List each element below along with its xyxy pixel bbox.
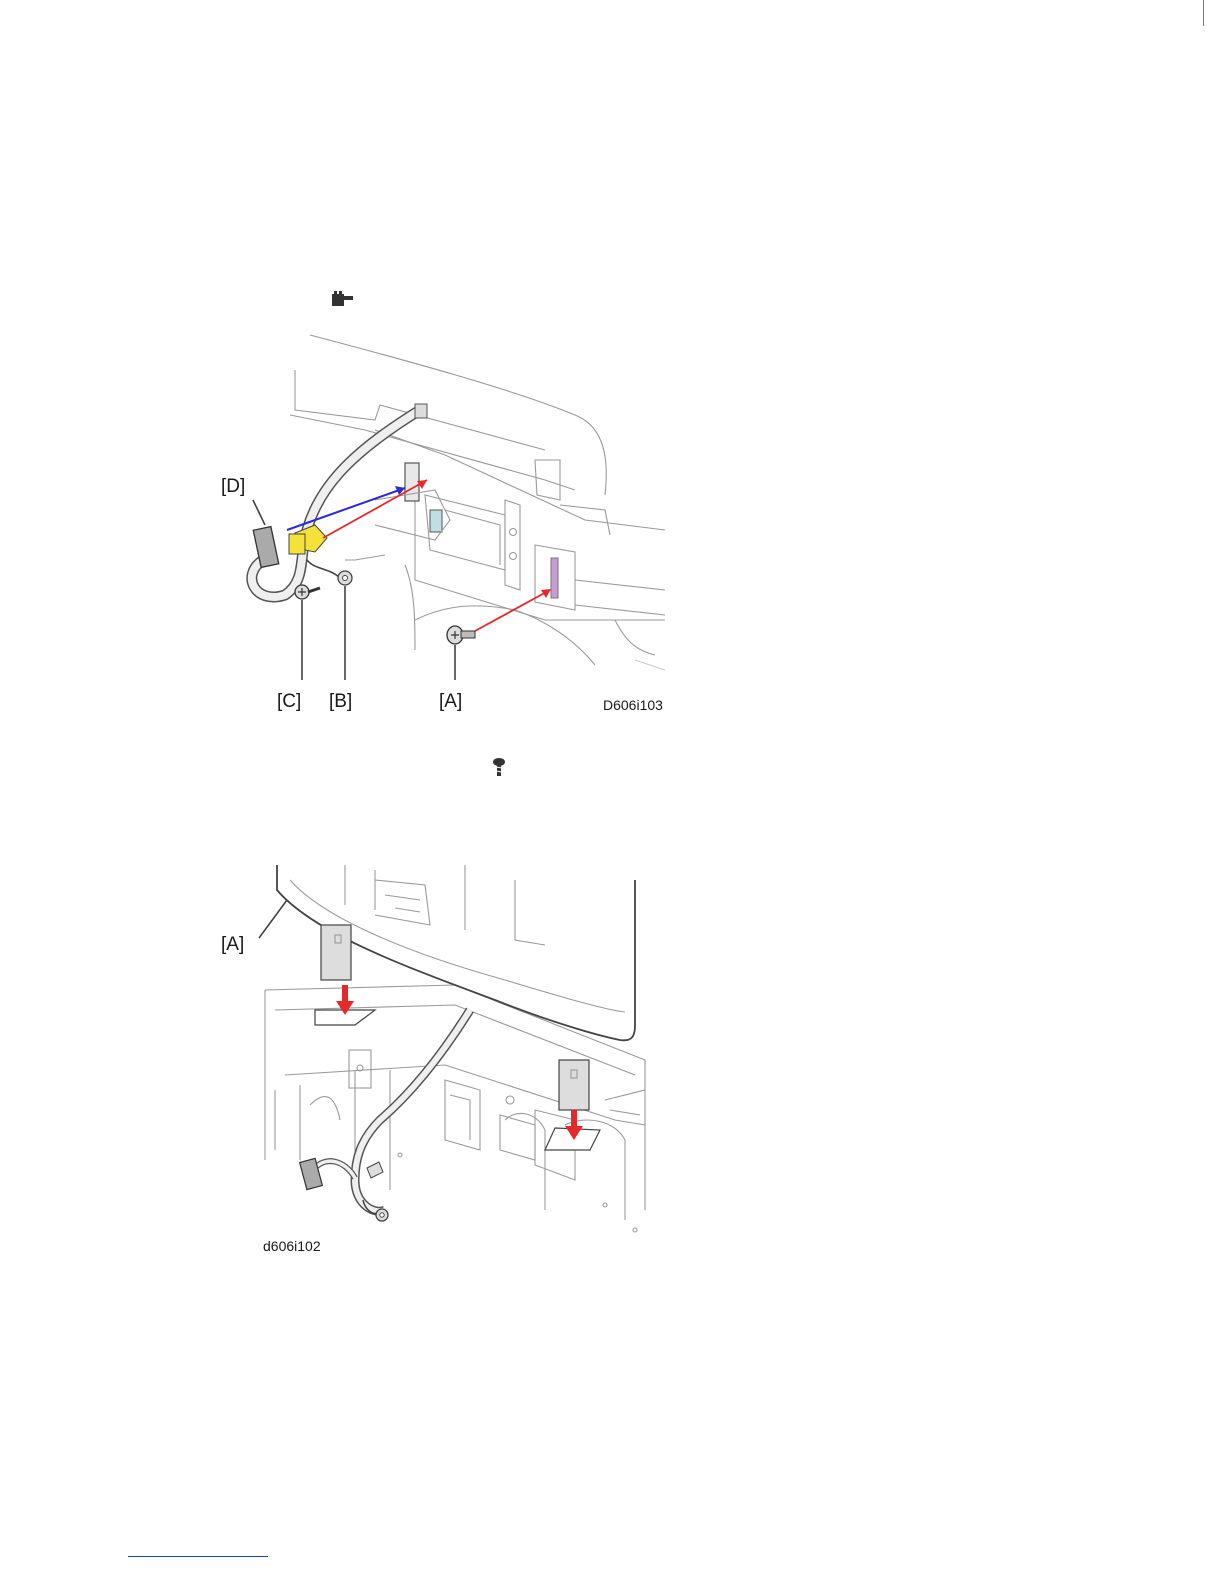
- label-b: [B]: [329, 691, 352, 712]
- red-arrow-lower: [475, 589, 551, 631]
- page-edge-rule: [1203, 0, 1204, 26]
- screw-icon: [491, 757, 507, 779]
- label-a: [A]: [221, 934, 244, 955]
- connector-icon: [330, 289, 356, 309]
- figure-d606i102: [A] d606i102: [215, 860, 655, 1260]
- figure-code: d606i102: [263, 1238, 321, 1254]
- label-c: [C]: [277, 691, 301, 712]
- label-a: [A]: [439, 691, 462, 712]
- blue-arrow: [287, 486, 405, 530]
- figure-d606i103: [D] [C] [B] [A] D606i103: [215, 320, 675, 720]
- label-d: [D]: [221, 476, 245, 497]
- figure-code: D606i103: [603, 697, 663, 713]
- footer-link-underline[interactable]: [128, 1556, 268, 1557]
- red-arrow-upper: [323, 480, 427, 538]
